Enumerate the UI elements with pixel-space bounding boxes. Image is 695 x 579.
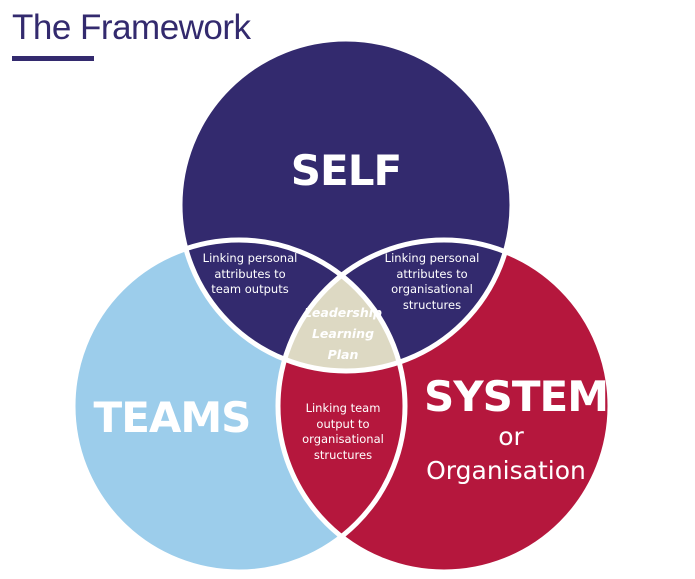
- self-system-line-4: structures: [402, 297, 462, 312]
- self-system-line-3: organisational: [391, 282, 473, 296]
- system-sub-or: or: [498, 422, 524, 451]
- teams-system-line-2: output to: [316, 416, 370, 431]
- teams-label: TEAMS: [93, 393, 252, 442]
- self-system-line-1: Linking personal: [384, 251, 480, 265]
- self-label: SELF: [290, 146, 402, 195]
- self-teams-text: Linking personal attributes to team outp…: [190, 251, 310, 298]
- center-line-3: Plan: [327, 347, 359, 362]
- self-system-line-2: attributes to: [396, 266, 468, 281]
- page-title: The Framework: [12, 8, 251, 47]
- center-text: Leadership Learning Plan: [293, 302, 393, 365]
- center-line-2: Learning: [311, 326, 375, 341]
- center-region: [278, 240, 405, 371]
- system-sub-organisation: Organisation: [426, 456, 586, 485]
- teams-system-text: Linking team output to organisational st…: [283, 401, 403, 463]
- self-system-text: Linking personal attributes to organisat…: [372, 251, 492, 313]
- teams-system-line-3: organisational: [302, 432, 384, 446]
- self-teams-line-3: team outputs: [211, 282, 289, 296]
- teams-system-line-1: Linking team: [305, 401, 381, 415]
- center-line-1: Leadership: [303, 305, 383, 320]
- circle-outlines: [70, 36, 613, 575]
- system-sub-label: or Organisation: [396, 420, 616, 488]
- self-teams-line-1: Linking personal: [202, 251, 298, 265]
- self-teams-line-2: attributes to: [214, 266, 286, 281]
- teams-system-line-4: structures: [313, 447, 373, 462]
- system-label: SYSTEM: [423, 372, 609, 421]
- title-underline: [12, 56, 94, 61]
